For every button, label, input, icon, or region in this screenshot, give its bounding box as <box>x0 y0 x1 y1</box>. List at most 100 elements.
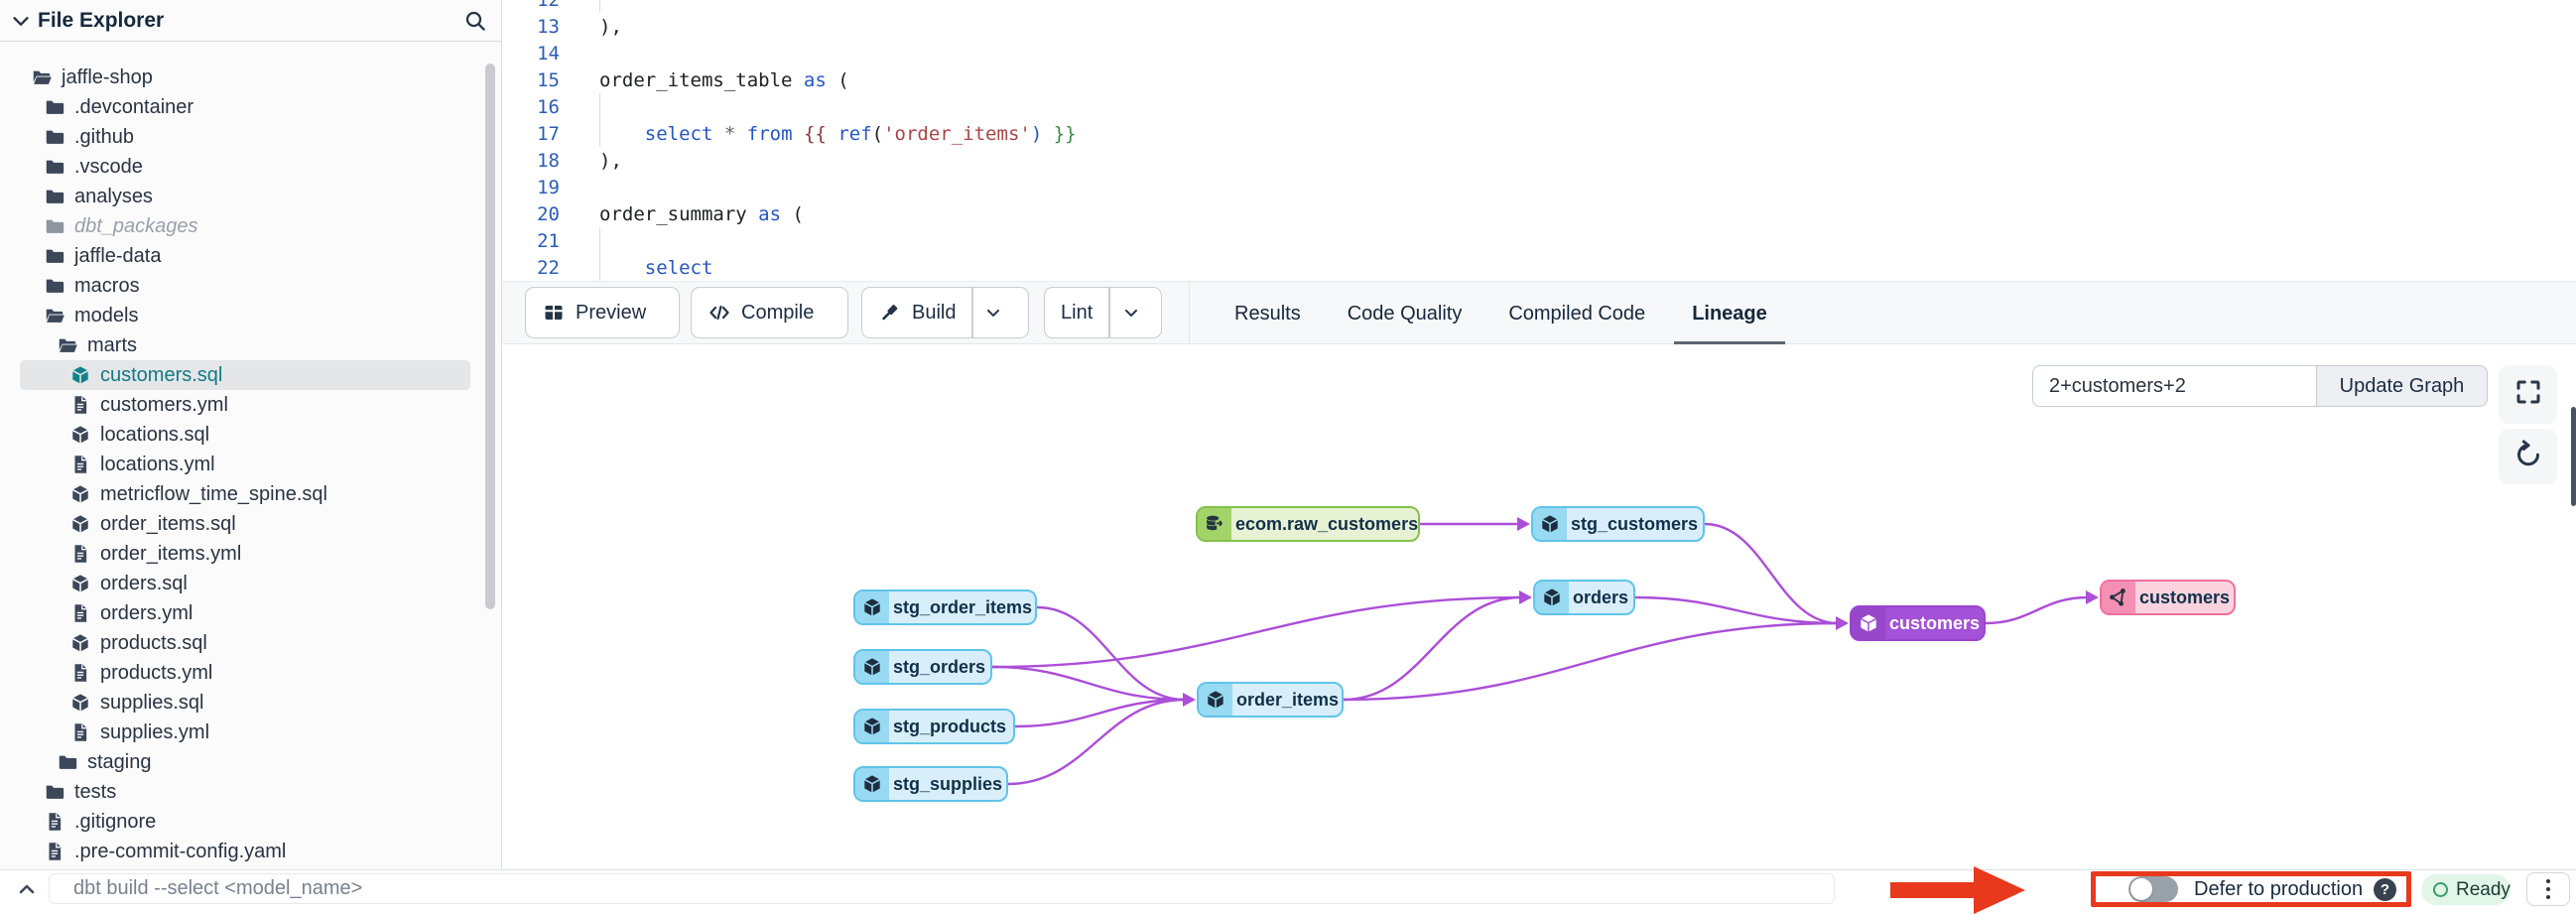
tree-item-locations-sql[interactable]: locations.sql <box>20 420 470 450</box>
lineage-node-stg-orders[interactable]: stg_orders <box>853 649 992 685</box>
refresh-icon <box>2513 440 2543 474</box>
status-badge[interactable]: Ready <box>2421 874 2511 905</box>
code-line-19[interactable]: 19 <box>502 174 2576 200</box>
fullscreen-button[interactable] <box>2499 365 2557 424</box>
model-cube-icon <box>69 632 91 654</box>
line-number: 15 <box>537 68 560 91</box>
lineage-node-order-items[interactable]: order_items <box>1197 682 1344 718</box>
tab-compiled-code[interactable]: Compiled Code <box>1508 302 1646 325</box>
lint-label[interactable]: Lint <box>1061 301 1094 324</box>
tree-item-models[interactable]: models <box>20 301 470 330</box>
preview-button[interactable]: Preview <box>525 287 680 338</box>
tree-item-analyses[interactable]: analyses <box>20 182 470 211</box>
panel-title: File Explorer <box>38 8 165 32</box>
line-code: order_items_table as ( <box>599 68 849 91</box>
line-code: ), <box>599 15 622 38</box>
lineage-node-stg-customers[interactable]: stg_customers <box>1531 506 1705 542</box>
file-icon <box>69 721 91 743</box>
code-line-15[interactable]: 15 order_items_table as ( <box>502 66 2576 93</box>
code-line-18[interactable]: 18), <box>502 147 2576 174</box>
tree-item-github[interactable]: .github <box>20 122 470 152</box>
lineage-scrollbar[interactable] <box>2571 407 2576 506</box>
tree-item-dbt-packages[interactable]: dbt_packages <box>20 211 470 241</box>
lineage-node-stg-supplies[interactable]: stg_supplies <box>853 766 1008 802</box>
code-line-13[interactable]: 13), <box>502 13 2576 40</box>
update-graph-button[interactable]: Update Graph <box>2316 365 2488 407</box>
tree-item-devcontainer[interactable]: .devcontainer <box>20 92 470 122</box>
code-line-14[interactable]: 14 <box>502 40 2576 66</box>
node-label: order_items <box>1236 689 1340 710</box>
indent-guide <box>599 93 600 120</box>
build-button-group: Build <box>861 287 1029 338</box>
chevron-up-icon[interactable] <box>14 877 40 906</box>
code-line-21[interactable]: 21 <box>502 227 2576 254</box>
tree-item-pre-commit-config-yaml[interactable]: .pre-commit-config.yaml <box>20 837 470 866</box>
tree-item-order-items-sql[interactable]: order_items.sql <box>20 509 470 539</box>
tree-item-orders-sql[interactable]: orders.sql <box>20 569 470 598</box>
tree-item-label: order_items.sql <box>100 512 236 535</box>
lint-dropdown-chevron-icon[interactable] <box>1110 303 1152 323</box>
tree-item-macros[interactable]: macros <box>20 271 470 301</box>
sidebar-scrollbar[interactable] <box>485 64 495 609</box>
build-label[interactable]: Build <box>912 301 957 324</box>
tree-item-staging[interactable]: staging <box>20 747 470 777</box>
command-input[interactable]: dbt build --select <model_name> <box>49 873 1835 904</box>
build-dropdown-chevron-icon[interactable] <box>973 303 1013 323</box>
tree-item-tests[interactable]: tests <box>20 777 470 807</box>
cube-icon <box>855 711 889 742</box>
tree-item-jaffle-shop[interactable]: jaffle-shop <box>20 63 470 92</box>
lineage-node-stg-order-items[interactable]: stg_order_items <box>853 589 1037 625</box>
code-line-17[interactable]: 17 select * from {{ ref('order_items') }… <box>502 120 2576 147</box>
tree-item-order-items-yml[interactable]: order_items.yml <box>20 539 470 569</box>
kebab-menu-button[interactable] <box>2526 872 2570 906</box>
tree-item-label: .devcontainer <box>74 95 194 118</box>
lineage-node-customers[interactable]: customers <box>1850 605 1986 641</box>
defer-to-production-toggle[interactable] <box>2128 876 2178 902</box>
tree-item-vscode[interactable]: .vscode <box>20 152 470 182</box>
tree-item-label: tests <box>74 780 117 803</box>
tree-item-jaffle-data[interactable]: jaffle-data <box>20 241 470 271</box>
tree-item-supplies-yml[interactable]: supplies.yml <box>20 718 470 747</box>
tree-item-orders-yml[interactable]: orders.yml <box>20 598 470 628</box>
lineage-panel: ecom.raw_customers stg_customers stg_order… <box>502 344 2576 869</box>
lineage-selector-input[interactable] <box>2032 365 2316 407</box>
tab-lineage[interactable]: Lineage <box>1674 282 1785 345</box>
code-line-22[interactable]: 22 select <box>502 254 2576 281</box>
chevron-down-icon[interactable] <box>10 10 32 32</box>
file-icon <box>69 394 91 416</box>
tree-item-products-sql[interactable]: products.sql <box>20 628 470 658</box>
file-icon <box>44 811 65 833</box>
help-icon[interactable]: ? <box>2374 878 2396 901</box>
lineage-node-stg-products[interactable]: stg_products <box>853 709 1015 744</box>
tree-item-label: jaffle-shop <box>62 65 153 88</box>
tab-code-quality[interactable]: Code Quality <box>1347 302 1463 325</box>
reset-view-button[interactable] <box>2499 429 2557 484</box>
compile-button[interactable]: Compile <box>691 287 848 338</box>
tree-item-label: staging <box>87 750 152 773</box>
file-explorer-panel: File Explorer jaffle-shop .devcontainer .g… <box>0 0 502 869</box>
lineage-node-customers-exposure[interactable]: customers <box>2100 580 2236 615</box>
tree-item-supplies-sql[interactable]: supplies.sql <box>20 688 470 718</box>
folder-icon <box>57 751 78 773</box>
line-code: select * from {{ ref('order_items') }} <box>644 122 1077 145</box>
tab-results[interactable]: Results <box>1234 302 1301 325</box>
code-line-12[interactable]: 12 <box>502 0 2576 13</box>
tree-item-metricflow-time-spine-sql[interactable]: metricflow_time_spine.sql <box>20 479 470 509</box>
tree-item-customers-sql[interactable]: customers.sql <box>20 360 470 390</box>
tree-item-gitignore[interactable]: .gitignore <box>20 807 470 837</box>
tree-item-products-yml[interactable]: products.yml <box>20 658 470 688</box>
tree-item-label: jaffle-data <box>74 244 162 267</box>
tree-item-customers-yml[interactable]: customers.yml <box>20 390 470 420</box>
lineage-node-orders[interactable]: orders <box>1533 580 1635 615</box>
cube-icon <box>1533 508 1567 540</box>
tree-item-locations-yml[interactable]: locations.yml <box>20 450 470 479</box>
annotation-arrow-head <box>1974 866 2025 914</box>
search-icon[interactable] <box>463 9 487 33</box>
code-line-16[interactable]: 16 <box>502 93 2576 120</box>
tree-item-marts[interactable]: marts <box>20 330 470 360</box>
node-label: stg_customers <box>1571 513 1699 534</box>
cube-icon <box>1535 582 1569 613</box>
lineage-node-ecom-raw-customers[interactable]: ecom.raw_customers <box>1196 506 1420 542</box>
